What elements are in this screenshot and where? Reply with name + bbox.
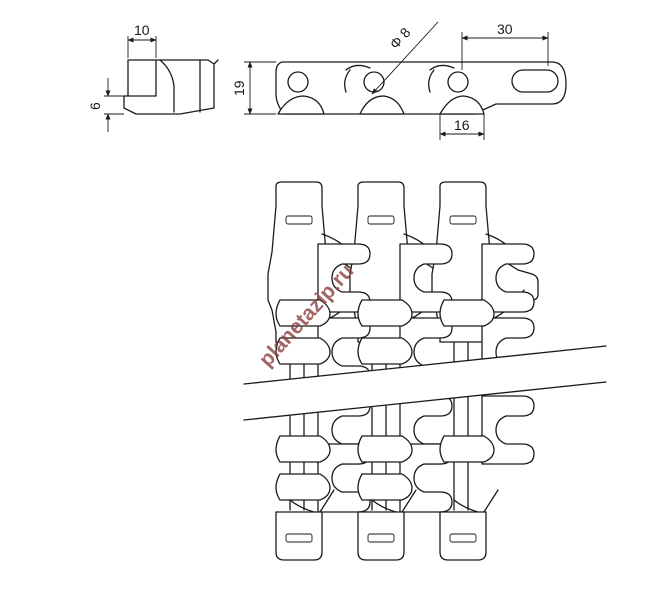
dim-8: 8 [396,24,413,41]
plan-view [243,181,607,561]
front-view [244,21,567,140]
side-view [104,36,219,132]
lower-links [275,489,499,561]
break-line-upper [243,345,607,385]
dim-6: 6 [87,102,103,110]
left-bumps [275,299,495,501]
svg-text:Φ 8: Φ 8 [386,24,413,52]
dim-19: 19 [231,80,247,96]
dim-phi-8: Φ 8 [386,24,413,52]
dim-16: 16 [454,117,470,133]
dim-10: 10 [134,22,150,38]
break-line-lower [243,381,607,421]
dim-30: 30 [497,21,513,37]
